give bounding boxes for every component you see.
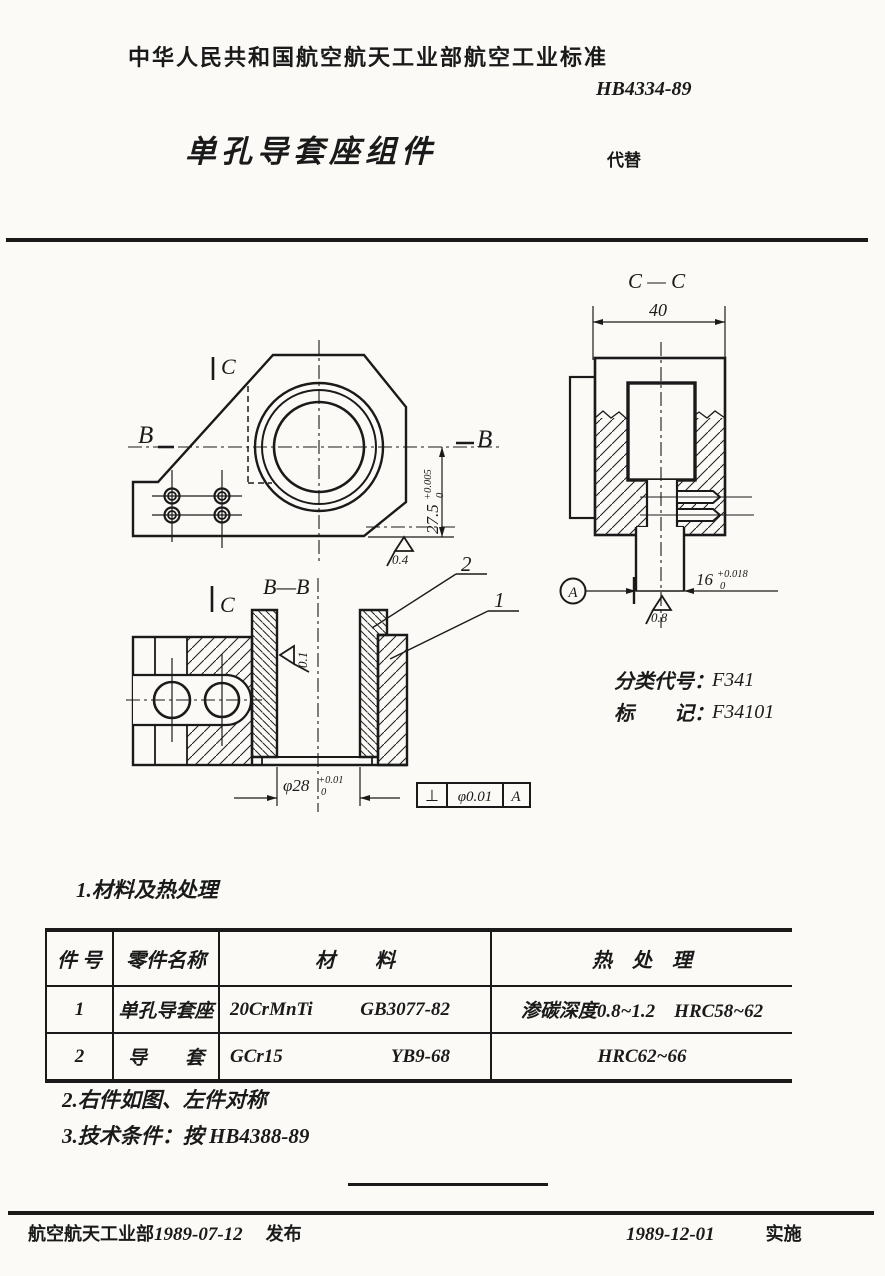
dim-phi28: φ28 +0.01 0 (234, 767, 400, 806)
table-row-2-name: 导 套 (114, 1034, 220, 1079)
note-symmetry: 2.右件如图、左件对称 (62, 1088, 267, 1112)
footer-divider (8, 1211, 874, 1215)
replaces-label: 代替 (607, 151, 641, 170)
cc-hatch-right (677, 418, 725, 535)
slot-centerlines (126, 654, 262, 746)
material-grade: 20CrMnTi (230, 998, 313, 1020)
class-code-value: F341 (711, 669, 754, 691)
classification-block: 分类代号： F341 标 记： F34101 (614, 669, 774, 725)
fcf-perpendicularity-icon: ⊥ (425, 786, 439, 805)
footer-implementation: 1989-12-01 实施 (626, 1220, 802, 1246)
material-heat-treatment-table: 件 号 零件名称 材 料 热 处 理 1 单孔导套座 20CrMnTi GB30… (45, 928, 792, 1083)
cc-left-tab (568, 375, 597, 520)
svg-text:0: 0 (720, 581, 726, 592)
col-header-part-name: 零件名称 (114, 932, 220, 987)
header-divider (6, 238, 868, 242)
svg-text:0: 0 (435, 492, 446, 498)
seat-wall-right (376, 633, 409, 767)
marking-value: F34101 (711, 701, 774, 723)
svg-text:0.8: 0.8 (651, 610, 668, 625)
table-row-2-material: GCr15 YB9-68 (220, 1034, 492, 1079)
table-row-1-no: 1 (47, 987, 114, 1034)
svg-text:0: 0 (321, 787, 327, 798)
svg-text:16: 16 (696, 570, 714, 589)
surface-finish-0-1: 0.1 (278, 644, 310, 673)
implementation-date: 1989-12-01 (626, 1224, 715, 1245)
col-header-part-no: 件 号 (47, 932, 114, 987)
table-row-1-heat: 渗碳深度0.8~1.2 HRC58~62 (492, 987, 792, 1034)
svg-text:φ0.01: φ0.01 (458, 789, 493, 805)
material-standard: YB9-68 (390, 1045, 450, 1067)
issue-date: 1989-07-12 (154, 1224, 243, 1245)
table-row-1-material: 20CrMnTi GB3077-82 (220, 987, 492, 1034)
standard-org-title: 中华人民共和国航空航天工业部航空工业标准 (128, 45, 609, 70)
material-standard: GB3077-82 (360, 998, 450, 1020)
table-row-2-no: 2 (47, 1034, 114, 1079)
datum-a: A (559, 577, 636, 605)
note-technical-conditions: 3.技术条件：按 HB4388-89 (62, 1124, 310, 1148)
class-code-label: 分类代号： (614, 670, 714, 693)
svg-text:+0.01: +0.01 (318, 775, 343, 786)
svg-text:A: A (510, 789, 521, 805)
issue-label: 发布 (265, 1224, 302, 1244)
issuer-name: 航空航天工业部 (28, 1224, 154, 1244)
guide-bore-circles (253, 381, 385, 513)
implementation-label: 实施 (765, 1224, 802, 1244)
col-header-material: 材 料 (220, 932, 492, 987)
mounting-holes (152, 470, 242, 548)
seat-shoulder (252, 756, 407, 767)
dim-27-5: 27.5 +0.005 0 (368, 447, 454, 538)
surface-finish-0-4: 0.4 (386, 535, 415, 567)
marking-label: 标 记： (614, 702, 714, 725)
section-c-label-top: C (221, 354, 236, 379)
col-header-heat-treatment: 热 处 理 (492, 932, 792, 987)
page-title: 单孔导套座组件 (185, 134, 437, 169)
callout-part-1: 1 (389, 588, 519, 660)
dim-40: 40 (592, 300, 726, 360)
section-b-label-right: B (477, 426, 492, 453)
hidden-step-lines (247, 386, 272, 484)
svg-text:+0.018: +0.018 (717, 569, 748, 580)
section-b-b-view: B—B (126, 574, 531, 812)
feature-control-frame: ⊥ φ0.01 A (416, 782, 531, 808)
footer-issue: 航空航天工业部1989-07-12 发布 (28, 1220, 302, 1246)
svg-text:40: 40 (649, 300, 667, 320)
cc-screw-holes (640, 490, 754, 522)
svg-text:0.4: 0.4 (392, 552, 409, 567)
svg-text:φ28: φ28 (283, 776, 310, 795)
standard-number: HB4334-89 (596, 78, 692, 100)
surface-finish-0-8: 0.8 (645, 594, 673, 625)
note-materials-heading: 1.材料及热处理 (76, 878, 218, 902)
seat-inner-edges (154, 637, 188, 765)
section-c-label-bottom: C (220, 592, 235, 617)
section-b-b-title: B—B (263, 574, 309, 599)
table-row-1-name: 单孔导套座 (114, 987, 220, 1034)
svg-text:1: 1 (494, 588, 505, 612)
section-b-label-left: B (138, 422, 153, 449)
svg-text:2: 2 (461, 552, 472, 576)
cc-hatch-left (595, 418, 647, 535)
svg-text:27.5: 27.5 (423, 504, 442, 534)
section-c-c-view: C — C 40 (559, 269, 778, 628)
svg-text:0.1: 0.1 (295, 652, 310, 668)
dim-16: 16 +0.018 0 (626, 569, 778, 594)
material-grade: GCr15 (230, 1045, 283, 1067)
front-view: C C B B 27.5 +0.005 0 (128, 340, 519, 660)
bushing-wall-left (250, 608, 279, 759)
cc-tongue (634, 527, 686, 592)
front-view-outline (131, 353, 408, 538)
svg-text:+0.005: +0.005 (423, 469, 434, 500)
section-c-c-title: C — C (628, 269, 686, 293)
svg-text:A: A (567, 585, 578, 601)
table-row-2-heat: HRC62~66 (597, 1045, 687, 1067)
signature-line (348, 1183, 548, 1186)
